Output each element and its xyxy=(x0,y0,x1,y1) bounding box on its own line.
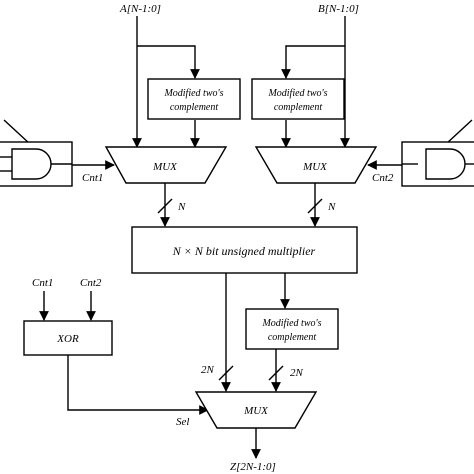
xor-input-wires xyxy=(39,291,96,321)
m2c-right-line2: complement xyxy=(274,102,323,113)
left-bus-width-2n: 2N xyxy=(201,364,215,376)
and-gate-right xyxy=(367,119,474,187)
xor-cnt1-label: Cnt1 xyxy=(32,277,53,289)
mux-bottom: MUX xyxy=(194,391,318,429)
m2c-bottom-line1: Modified two's xyxy=(261,318,321,329)
m2c-bottom-out-bus xyxy=(268,349,284,392)
mux-left-label: MUX xyxy=(152,161,178,173)
sel-label: Sel xyxy=(176,416,189,428)
right-bus-width-2n: 2N xyxy=(290,367,304,379)
m2c-block-bottom: Modified two's complement xyxy=(245,308,339,350)
cnt1-label: Cnt1 xyxy=(82,172,103,184)
left-mux-out-bus xyxy=(157,183,173,227)
xor-cnt2-label: Cnt2 xyxy=(80,277,102,289)
input-b-wires xyxy=(281,16,350,148)
and-gate-left xyxy=(0,119,115,187)
cnt2-label: Cnt2 xyxy=(372,172,394,184)
left-bus-width-n: N xyxy=(177,201,186,213)
input-b-label: B[N-1:0] xyxy=(318,3,359,15)
input-a-wires xyxy=(132,16,200,148)
mux-right: MUX xyxy=(254,146,378,184)
xor-block: XOR xyxy=(23,320,113,356)
m2c-block-right: Modified two's complement xyxy=(251,78,345,120)
multiplier-block: N × N bit unsigned multiplier xyxy=(131,226,358,274)
sel-wire xyxy=(67,355,209,415)
multiplier-out-wires xyxy=(218,273,290,392)
output-z-label: Z[2N-1:0] xyxy=(230,461,276,473)
right-bus-width-n: N xyxy=(327,201,336,213)
right-mux-out-bus xyxy=(307,183,323,227)
input-a-label: A[N-1:0] xyxy=(119,3,161,15)
mux-left: MUX xyxy=(104,146,228,184)
m2c-block-left: Modified two's complement xyxy=(147,78,241,120)
mux-right-label: MUX xyxy=(302,161,328,173)
m2c-bottom-line2: complement xyxy=(268,332,317,343)
multiplier-label: N × N bit unsigned multiplier xyxy=(172,244,316,258)
mux-bottom-label: MUX xyxy=(243,405,269,417)
xor-label: XOR xyxy=(56,333,79,345)
m2c-left-line1: Modified two's xyxy=(163,88,223,99)
m2c-right-line1: Modified two's xyxy=(267,88,327,99)
m2c-left-line2: complement xyxy=(170,102,219,113)
